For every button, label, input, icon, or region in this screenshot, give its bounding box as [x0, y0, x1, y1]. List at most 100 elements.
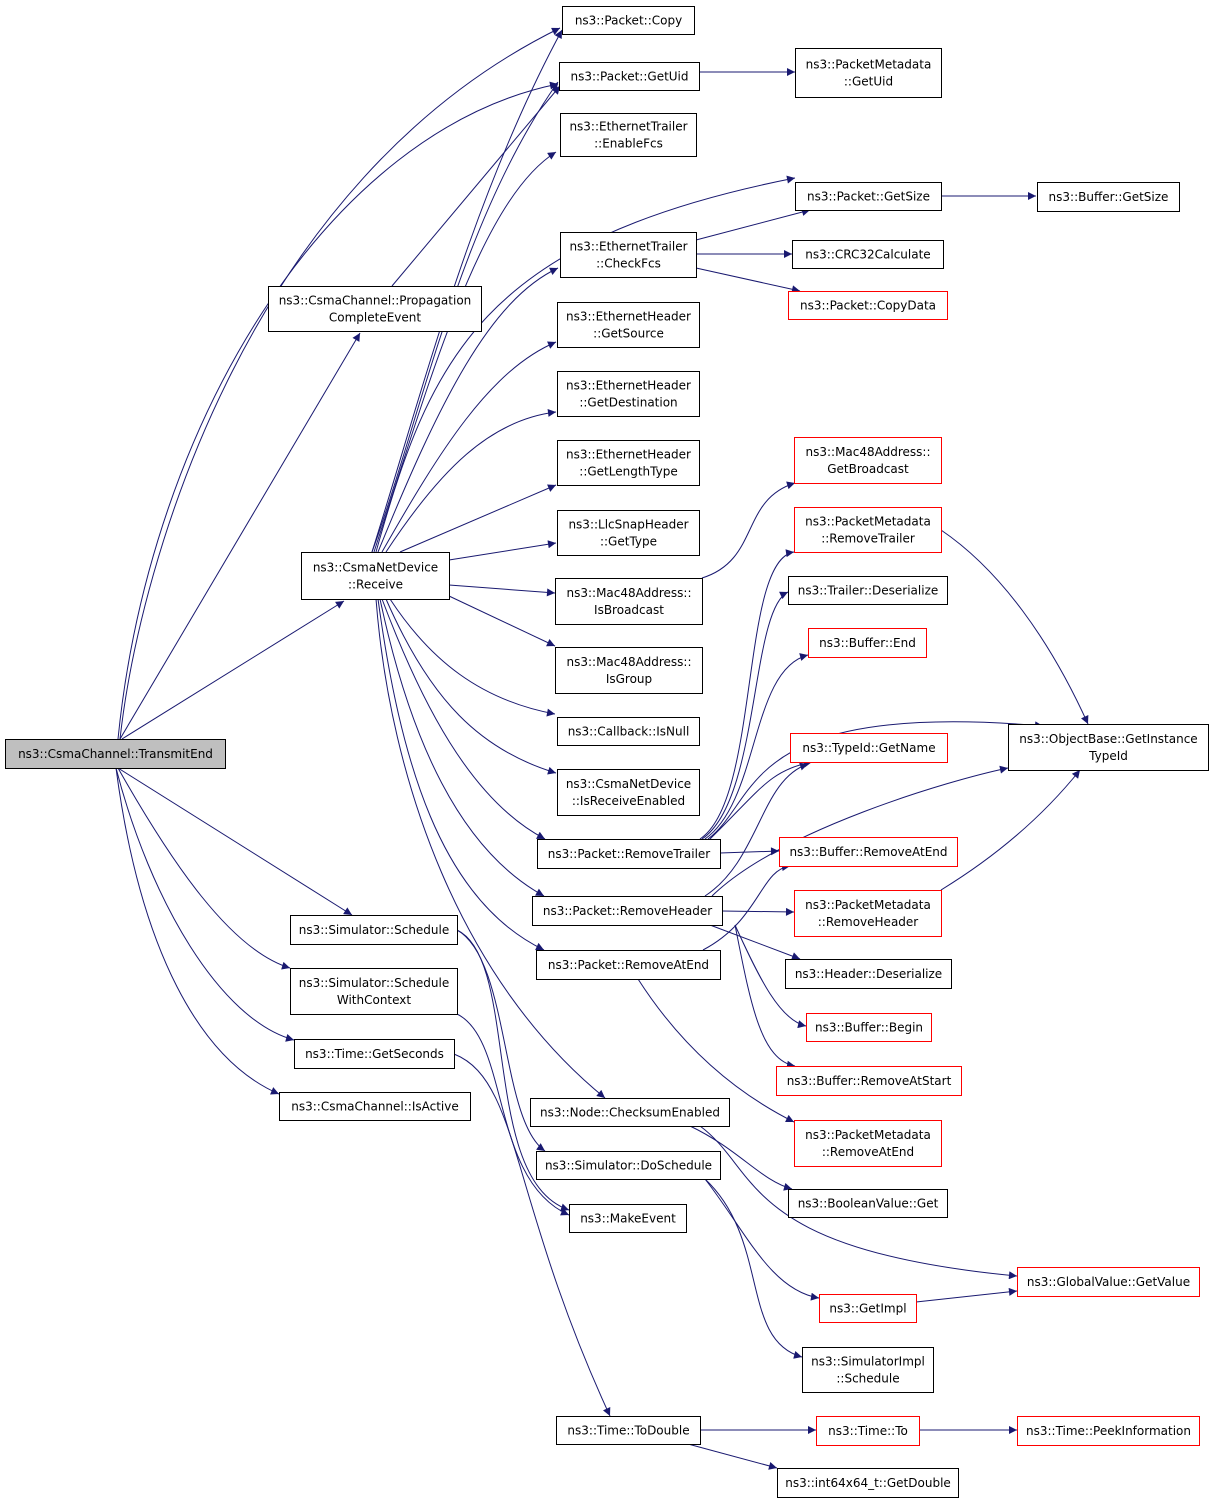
node-getsize[interactable]: ns3::Packet::GetSize — [795, 182, 942, 211]
node-copy[interactable]: ns3::Packet::Copy — [562, 6, 695, 35]
node-propagation[interactable]: ns3::CsmaChannel::PropagationCompleteEve… — [268, 286, 482, 332]
node-pm-getuid[interactable]: ns3::PacketMetadata::GetUid — [795, 48, 942, 98]
node-box — [1037, 182, 1180, 212]
node-globalvalue-getvalue[interactable]: ns3::GlobalValue::GetValue — [1017, 1267, 1200, 1297]
node-box — [816, 1416, 920, 1446]
node-box — [537, 839, 721, 869]
node-label: ns3::SimulatorImpl — [811, 1355, 925, 1369]
call-edge-to-trailer-deser — [701, 591, 789, 840]
node-peekinformation[interactable]: ns3::Time::PeekInformation — [1017, 1416, 1200, 1446]
node-crc32[interactable]: ns3::CRC32Calculate — [792, 240, 944, 269]
call-edge-to-propagation — [119, 332, 361, 740]
node-isactive[interactable]: ns3::CsmaChannel::IsActive — [279, 1092, 471, 1121]
call-edge-to-removeheader — [379, 598, 545, 897]
node-getseconds[interactable]: ns3::Time::GetSeconds — [294, 1039, 455, 1069]
node-label: ::GetLengthType — [579, 465, 677, 479]
node-label: ns3::Callback::IsNull — [568, 725, 690, 739]
node-makeevent[interactable]: ns3::MakeEvent — [569, 1204, 687, 1233]
node-removeatend[interactable]: ns3::Packet::RemoveAtEnd — [536, 950, 721, 980]
call-edge-to-simimpl-schedule — [704, 1178, 803, 1359]
call-edges — [115, 27, 1089, 1470]
node-simimpl-schedule[interactable]: ns3::SimulatorImpl::Schedule — [802, 1347, 934, 1393]
node-pm-removetrailer[interactable]: ns3::PacketMetadata::RemoveTrailer — [794, 507, 942, 553]
node-gettype[interactable]: ns3::LlcSnapHeader::GetType — [557, 510, 700, 556]
node-label: ns3::PacketMetadata — [805, 898, 931, 912]
node-box — [779, 837, 958, 867]
call-edge-to-getbroadcast — [701, 481, 796, 579]
node-box — [788, 1189, 948, 1218]
call-edge-to-buf-removeatend — [702, 863, 791, 951]
node-trailer-deser[interactable]: ns3::Trailer::Deserialize — [788, 576, 948, 605]
node-todouble[interactable]: ns3::Time::ToDouble — [556, 1416, 701, 1445]
node-label: ns3::Packet::RemoveHeader — [543, 904, 712, 918]
node-label: ns3::CsmaChannel::Propagation — [279, 294, 472, 308]
node-label: ns3::GlobalValue::GetValue — [1027, 1275, 1190, 1289]
call-edge-to-getinstancetypeid — [940, 769, 1081, 891]
call-edge-to-buf-removeatstart — [734, 924, 796, 1069]
call-edge-to-isactive — [115, 767, 280, 1095]
node-isreceiveenabled[interactable]: ns3::CsmaNetDevice::IsReceiveEnabled — [557, 769, 700, 816]
node-label: ns3::Buffer::GetSize — [1049, 190, 1169, 204]
node-getlengthtype[interactable]: ns3::EthernetHeader::GetLengthType — [557, 440, 700, 486]
node-checksumenabled[interactable]: ns3::Node::ChecksumEnabled — [530, 1098, 730, 1127]
node-label: GetBroadcast — [827, 462, 909, 476]
node-box — [557, 371, 700, 417]
node-getuid[interactable]: ns3::Packet::GetUid — [559, 62, 700, 91]
node-header-deser[interactable]: ns3::Header::Deserialize — [785, 959, 952, 989]
node-label: ns3::PacketMetadata — [805, 515, 931, 529]
node-label: ns3::PacketMetadata — [806, 58, 932, 72]
node-isbroadcast[interactable]: ns3::Mac48Address::IsBroadcast — [555, 578, 703, 625]
node-receive[interactable]: ns3::CsmaNetDevice::Receive — [301, 552, 450, 600]
node-buf-getsize[interactable]: ns3::Buffer::GetSize — [1037, 182, 1180, 212]
node-removeheader[interactable]: ns3::Packet::RemoveHeader — [532, 896, 723, 926]
node-getbroadcast[interactable]: ns3::Mac48Address::GetBroadcast — [794, 437, 942, 484]
node-label: ::Schedule — [836, 1372, 899, 1386]
node-box — [808, 628, 927, 658]
node-isgroup[interactable]: ns3::Mac48Address::IsGroup — [555, 647, 703, 694]
node-label: ::GetSource — [593, 327, 664, 341]
node-getdouble[interactable]: ns3::int64x64_t::GetDouble — [777, 1468, 959, 1498]
call-edge-to-receive — [121, 600, 345, 740]
node-buf-removeatend[interactable]: ns3::Buffer::RemoveAtEnd — [779, 837, 958, 867]
call-edge-to-getinstancetypeid — [940, 529, 1089, 725]
node-box — [776, 1066, 962, 1096]
node-box — [794, 507, 942, 553]
node-getname[interactable]: ns3::TypeId::GetName — [790, 733, 948, 763]
node-label: ns3::Time::PeekInformation — [1026, 1424, 1191, 1438]
node-getsource[interactable]: ns3::EthernetHeader::GetSource — [557, 302, 700, 348]
node-label: ns3::Mac48Address:: — [566, 655, 691, 669]
node-enablefcs[interactable]: ns3::EthernetTrailer::EnableFcs — [560, 113, 697, 157]
node-pm-removeheader[interactable]: ns3::PacketMetadata::RemoveHeader — [794, 890, 942, 937]
node-getdestination[interactable]: ns3::EthernetHeader::GetDestination — [557, 371, 700, 417]
node-label: ns3::Time::To — [828, 1424, 908, 1438]
node-label: ::EnableFcs — [594, 137, 663, 151]
node-buf-end[interactable]: ns3::Buffer::End — [808, 628, 927, 658]
node-schedule[interactable]: ns3::Simulator::Schedule — [290, 915, 458, 945]
node-getimpl[interactable]: ns3::GetImpl — [819, 1294, 917, 1323]
node-doschedule[interactable]: ns3::Simulator::DoSchedule — [536, 1151, 721, 1180]
node-label: ns3::GetImpl — [829, 1302, 906, 1316]
node-transmitend[interactable]: ns3::CsmaChannel::TransmitEnd — [5, 739, 226, 769]
node-copydata[interactable]: ns3::Packet::CopyData — [788, 291, 948, 320]
node-label: ns3::Trailer::Deserialize — [798, 584, 939, 598]
call-edge-to-getuid — [391, 85, 561, 287]
node-time-to[interactable]: ns3::Time::To — [816, 1416, 920, 1446]
node-label: ns3::MakeEvent — [580, 1212, 676, 1226]
call-edge-to-getsize — [375, 175, 796, 553]
node-checkfcs[interactable]: ns3::EthernetTrailer::CheckFcs — [560, 232, 697, 278]
node-label: ns3::Time::ToDouble — [567, 1424, 689, 1438]
node-removetrailer[interactable]: ns3::Packet::RemoveTrailer — [537, 839, 721, 869]
node-booleanvalue-get[interactable]: ns3::BooleanValue::Get — [788, 1189, 948, 1218]
node-isnull[interactable]: ns3::Callback::IsNull — [557, 717, 700, 746]
node-box — [788, 291, 948, 320]
node-label: ns3::int64x64_t::GetDouble — [785, 1476, 951, 1490]
node-pm-removeatend[interactable]: ns3::PacketMetadata::RemoveAtEnd — [794, 1120, 942, 1167]
node-buf-begin[interactable]: ns3::Buffer::Begin — [806, 1013, 932, 1042]
node-buf-removeatstart[interactable]: ns3::Buffer::RemoveAtStart — [776, 1066, 962, 1096]
node-box — [777, 1468, 959, 1498]
node-label: ns3::Header::Deserialize — [795, 967, 942, 981]
call-edge-to-isbroadcast — [448, 584, 556, 597]
